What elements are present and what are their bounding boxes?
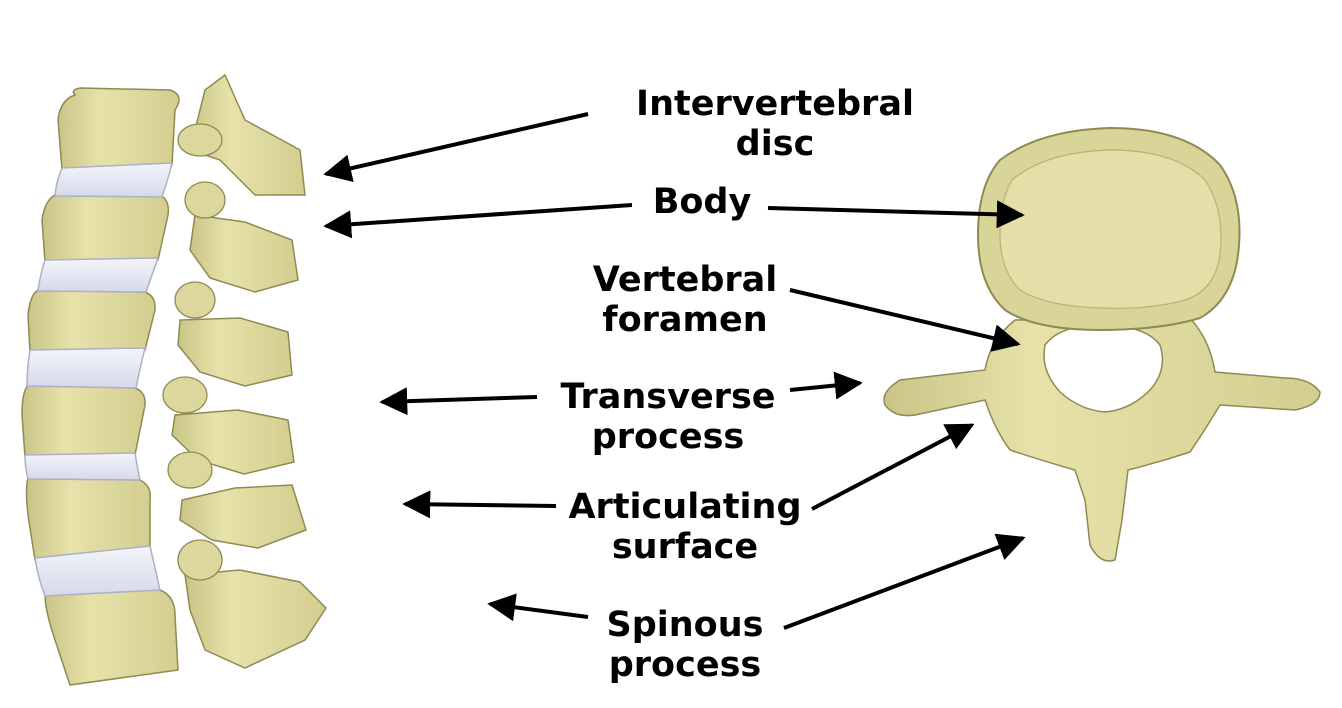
label-intervertebral-disc-line2: disc — [735, 124, 815, 164]
label-articulating-surface-line2: surface — [611, 527, 759, 567]
label-vertebral-foramen: Vertebral foramen — [593, 260, 778, 340]
vertebral-column-lateral — [21, 73, 327, 686]
label-intervertebral-disc-line1: Intervertebral — [636, 84, 914, 124]
label-articulating-surface: Articulating surface — [568, 487, 801, 567]
vertebral-body-surface — [999, 149, 1222, 309]
arrow-foramen — [789, 288, 1021, 352]
vertebra-superior-view — [883, 126, 1321, 562]
label-transverse-process-line2: process — [591, 417, 745, 457]
arrow-spinous-right — [783, 533, 1026, 630]
label-articulating-surface-line1: Articulating — [568, 487, 802, 527]
label-vertebral-foramen-line1: Vertebral — [592, 260, 778, 300]
arrow-transverse-left — [379, 387, 538, 416]
label-body: Body — [653, 182, 752, 222]
label-vertebral-foramen-line2: foramen — [602, 300, 768, 340]
vertebral-bodies — [21, 87, 180, 686]
vertebral-arch — [883, 317, 1321, 562]
arrow-articulating-right — [811, 423, 975, 511]
arrow-articulating-left — [402, 490, 557, 519]
intervertebral-discs — [24, 162, 173, 597]
label-transverse-process-line1: Transverse — [560, 377, 776, 417]
arrow-transverse-right — [789, 371, 863, 400]
posterior-processes — [171, 73, 327, 669]
label-spinous-process-line2: process — [608, 645, 762, 685]
label-transverse-process: Transverse process — [560, 377, 775, 457]
pointer-arrows — [323, 112, 1026, 630]
label-spinous-process-line1: Spinous — [606, 605, 764, 645]
arrow-body-right — [767, 200, 1025, 229]
arrow-disc — [323, 112, 589, 183]
label-spinous-process: Spinous process — [607, 605, 764, 685]
label-intervertebral-disc: Intervertebral disc — [636, 84, 914, 164]
articular-processes — [162, 123, 226, 581]
arrow-spinous-left — [487, 593, 589, 622]
label-body-line1: Body — [652, 182, 752, 222]
arrow-body-left — [323, 203, 633, 239]
